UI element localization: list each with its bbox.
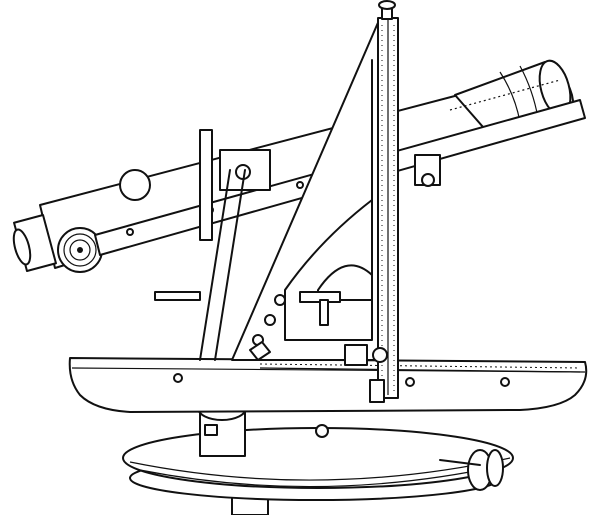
base-plate (68, 357, 588, 413)
vertical-scale (369, 0, 441, 403)
